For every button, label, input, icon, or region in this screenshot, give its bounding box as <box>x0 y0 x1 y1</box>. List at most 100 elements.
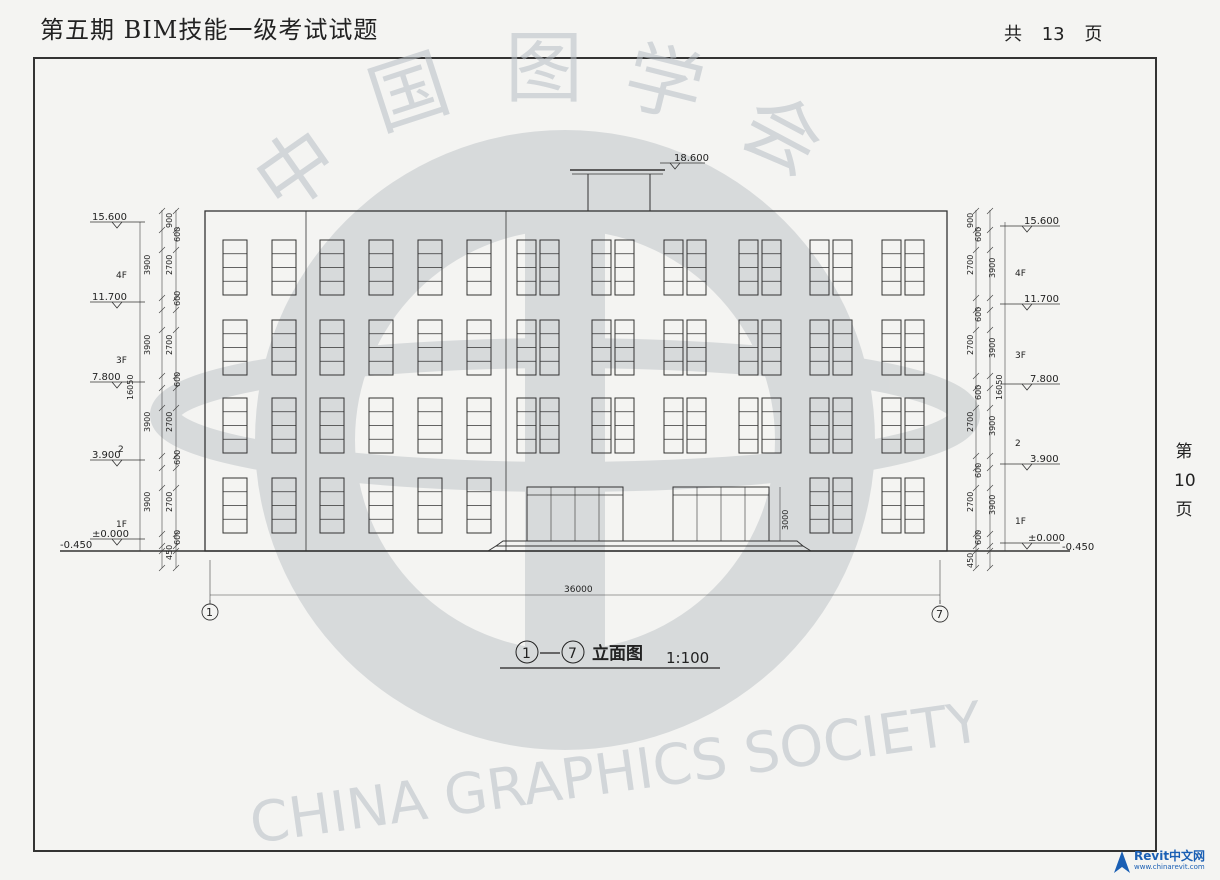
axis-bubble-start: 1 <box>201 600 219 621</box>
revit-logo-icon <box>1114 851 1130 873</box>
watermark-char: 图 <box>505 24 583 114</box>
dimension-tick <box>158 384 166 392</box>
side-page-prefix: 第 <box>1175 442 1193 462</box>
dimension-tick <box>986 226 994 234</box>
dimension-tick <box>972 207 980 215</box>
dimension-tick <box>158 226 166 234</box>
dimension-tick <box>158 542 166 550</box>
dimension-tick <box>986 452 994 460</box>
left-elevation-labels: 15.600 11.700 7.800 3.900 ±0.000 -0.450 <box>60 212 129 551</box>
dim-2700-r4: 2700 <box>966 492 975 512</box>
building-elevation <box>60 169 1070 552</box>
dimension-tick <box>972 226 980 234</box>
dimension-tick <box>986 306 994 314</box>
axis-bubble-end: 7 <box>931 600 949 623</box>
dim-3900-l3: 3900 <box>143 412 152 432</box>
right-elevation-labels: 15.600 11.700 7.800 3.900 ±0.000 -0.450 <box>1024 216 1094 553</box>
revit-brand-logo: Revit中文网 www.chinarevit.com <box>1108 845 1218 879</box>
side-page-suffix: 页 <box>1175 500 1193 520</box>
dimension-tick <box>172 464 180 472</box>
left-floor-3f: 3F <box>116 356 127 366</box>
header-page-count: 共 13 页 <box>1004 24 1103 45</box>
right-elev-7800: 7.800 <box>1030 374 1059 385</box>
dim-600-l5: 600 <box>173 530 182 545</box>
dim-3900-l2: 3900 <box>143 335 152 355</box>
dimension-tick <box>158 547 166 555</box>
dim-3900-l4: 3900 <box>143 492 152 512</box>
dimension-tick <box>986 484 994 492</box>
dimension-tick <box>972 404 980 412</box>
dimension-tick <box>158 246 166 254</box>
right-floor-1f: 1F <box>1015 517 1026 527</box>
dimension-tick <box>172 207 180 215</box>
dimension-tick <box>158 530 166 538</box>
right-elev-minus450: -0.450 <box>1062 542 1094 553</box>
right-elev-11700: 11.700 <box>1024 294 1059 305</box>
axis-label-start: 1 <box>206 606 213 619</box>
dim-2700-r3: 2700 <box>966 412 975 432</box>
dimension-tick <box>172 326 180 334</box>
dim-16050-left: 16050 <box>126 375 135 400</box>
dimension-tick <box>158 484 166 492</box>
left-floor-1f: 1F <box>116 520 127 530</box>
side-page-value: 10 <box>1174 471 1196 491</box>
dimension-tick <box>158 464 166 472</box>
left-elev-minus450: -0.450 <box>60 540 92 551</box>
dim-2700-l3: 2700 <box>165 412 174 432</box>
watermark-char: 会 <box>726 77 837 193</box>
dimension-tick <box>172 226 180 234</box>
dimension-tick <box>158 404 166 412</box>
dimension-tick <box>172 384 180 392</box>
floor-labels: 4F 3F 2 1F 4F 3F 2 1F <box>116 269 1026 530</box>
dimension-tick <box>972 547 980 555</box>
vertical-dimension-labels: 16050 16050 3900 3900 3900 3900 900 450 … <box>126 213 1004 568</box>
drawing-frame <box>33 57 1157 852</box>
dimension-tick <box>972 484 980 492</box>
dimension-tick <box>158 564 166 572</box>
dimension-tick <box>972 464 980 472</box>
elevation-markers <box>90 162 1060 550</box>
dimension-tick <box>172 306 180 314</box>
dimension-tick <box>986 384 994 392</box>
drawing-scale: 1:100 <box>666 649 709 667</box>
left-elev-7800: 7.800 <box>92 372 121 383</box>
dim-2700-l4: 2700 <box>165 492 174 512</box>
dim-door-3000: 3000 <box>781 510 790 530</box>
dimension-tick <box>172 294 180 302</box>
brand-name: Revit中文网 <box>1134 849 1206 863</box>
axis-label-end: 7 <box>936 608 943 621</box>
dimension-tick <box>972 326 980 334</box>
watermark-char: 国 <box>358 38 460 148</box>
left-floor-2: 2 <box>118 445 124 455</box>
dim-2700-r1: 2700 <box>966 255 975 275</box>
dim-600-l3: 600 <box>173 372 182 387</box>
roof-elevation: 18.600 <box>674 153 709 164</box>
dimension-tick <box>158 326 166 334</box>
dim-450-left: 450 <box>165 545 174 560</box>
right-elev-15600: 15.600 <box>1024 216 1059 227</box>
drawing-title-block: 1 7 立面图 1:100 <box>500 640 720 669</box>
dimension-tick <box>986 207 994 215</box>
dimension-tick <box>158 207 166 215</box>
dimension-tick <box>172 404 180 412</box>
dimension-tick <box>972 542 980 550</box>
title-axis-start: 1 <box>522 646 531 662</box>
dimension-tick <box>172 246 180 254</box>
dimension-tick <box>972 452 980 460</box>
left-elev-11700: 11.700 <box>92 292 127 303</box>
header-title: 第五期 BIM技能一级考试试题 <box>40 16 379 44</box>
right-floor-4f: 4F <box>1015 269 1026 279</box>
dimension-tick <box>986 547 994 555</box>
dim-3900-r3: 3900 <box>988 416 997 436</box>
dimension-tick <box>172 530 180 538</box>
dimension-tick <box>172 484 180 492</box>
dimension-tick <box>158 306 166 314</box>
dim-3900-r2: 3900 <box>988 338 997 358</box>
dimension-tick <box>172 542 180 550</box>
side-page-number: 第 10 页 <box>1174 438 1196 525</box>
dimension-tick <box>172 564 180 572</box>
dimension-tick <box>986 326 994 334</box>
dim-600-r1: 600 <box>974 227 983 242</box>
right-elev-3900: 3.900 <box>1030 454 1059 465</box>
